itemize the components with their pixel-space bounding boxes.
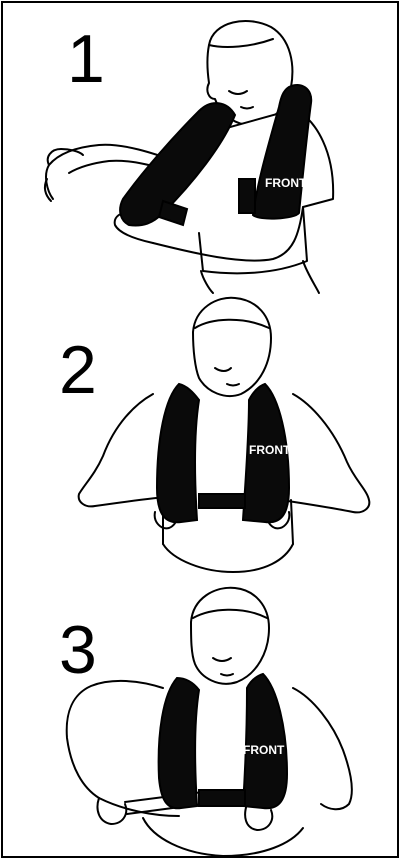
- front-label-3: FRONT: [243, 743, 285, 757]
- step-3-panel: 3 FRONT: [3, 578, 397, 860]
- step-2-illustration: FRONT: [3, 288, 401, 578]
- step-1-panel: 1: [3, 3, 397, 288]
- step-2-panel: 2 FRONT: [3, 288, 397, 578]
- step-1-illustration: FRONT: [3, 3, 401, 288]
- front-label-2: FRONT: [249, 443, 291, 457]
- step-3-illustration: FRONT: [3, 578, 401, 860]
- front-label-1: FRONT: [265, 176, 307, 190]
